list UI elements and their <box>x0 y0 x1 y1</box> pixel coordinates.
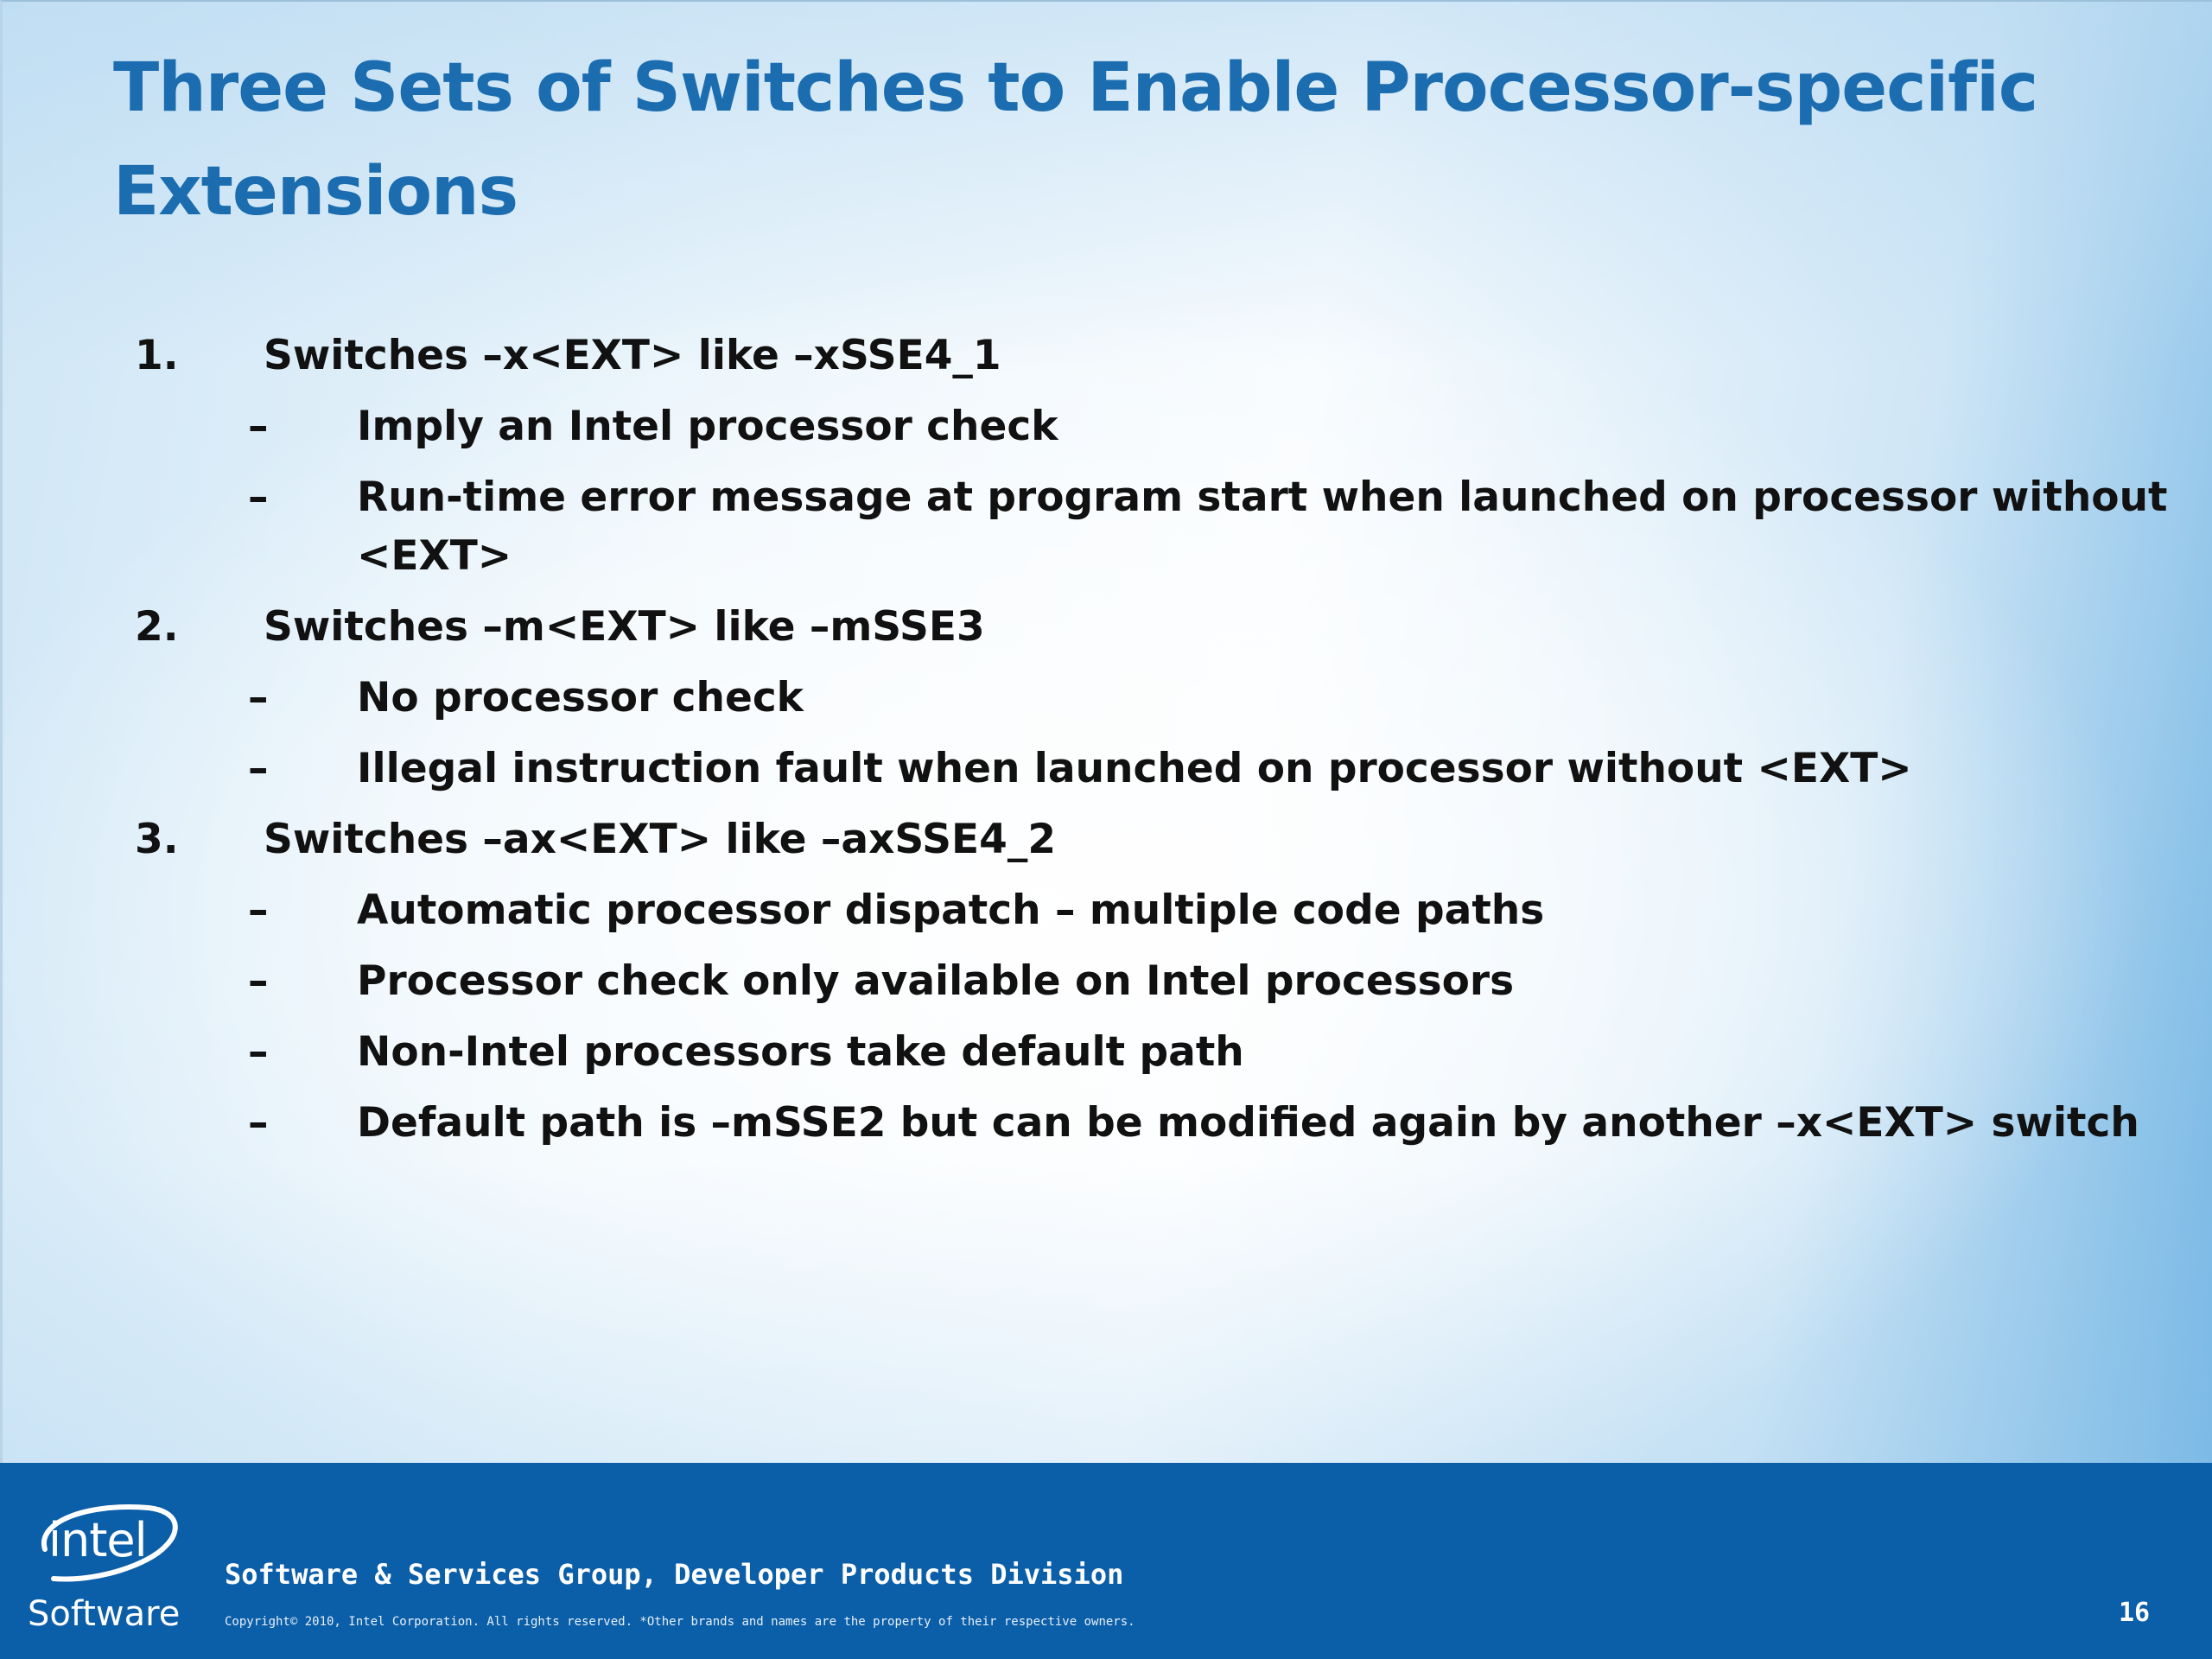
dash-bullet: – <box>248 1028 269 1076</box>
dash-bullet: – <box>248 745 269 792</box>
intel-swirl-icon <box>41 1504 178 1582</box>
dash-bullet: – <box>248 1099 269 1147</box>
dash-bullet: – <box>248 474 269 521</box>
dash-bullet: – <box>248 887 269 934</box>
list-item-text: Switches –x<EXT> like –xSSE4_1 <box>264 332 1001 379</box>
list-number: 3. <box>135 816 179 863</box>
division-text: Software & Services Group, Developer Pro… <box>225 1558 1124 1591</box>
slide-footer: intel Software Software & Services Group… <box>0 1463 2212 1659</box>
dash-bullet: – <box>248 674 269 721</box>
sub-list-item-text: <EXT> <box>357 532 512 580</box>
intel-software-logo: intel Software <box>28 1496 183 1643</box>
dash-bullet: – <box>248 403 269 450</box>
sub-list-item-text: Non-Intel processors take default path <box>357 1028 1244 1076</box>
copyright-text: Copyright© 2010, Intel Corporation. All … <box>225 1615 1135 1629</box>
slide-title: Three Sets of Switches to Enable Process… <box>113 49 2038 231</box>
list-number: 2. <box>135 603 179 651</box>
dash-bullet: – <box>248 957 269 1005</box>
sub-list-item-text: Processor check only available on Intel … <box>357 957 1515 1005</box>
sub-list-item-text: Imply an Intel processor check <box>357 403 1058 450</box>
list-item-text: Switches –ax<EXT> like –axSSE4_2 <box>264 816 1057 863</box>
sub-list-item-text: Default path is –mSSE2 but can be modifi… <box>357 1099 2139 1147</box>
intel-logo-text: intel <box>48 1513 148 1567</box>
page-number: 16 <box>2119 1598 2151 1628</box>
sub-list-item-text: Illegal instruction fault when launched … <box>357 745 1912 792</box>
sub-list-item-text: Run-time error message at program start … <box>357 474 2168 521</box>
sub-list-item-text: Automatic processor dispatch – multiple … <box>357 887 1545 934</box>
list-number: 1. <box>135 332 179 379</box>
list-item-text: Switches –m<EXT> like –mSSE3 <box>264 603 985 651</box>
software-logo-text: Software <box>28 1594 181 1634</box>
sub-list-item-text: No processor check <box>357 674 804 721</box>
